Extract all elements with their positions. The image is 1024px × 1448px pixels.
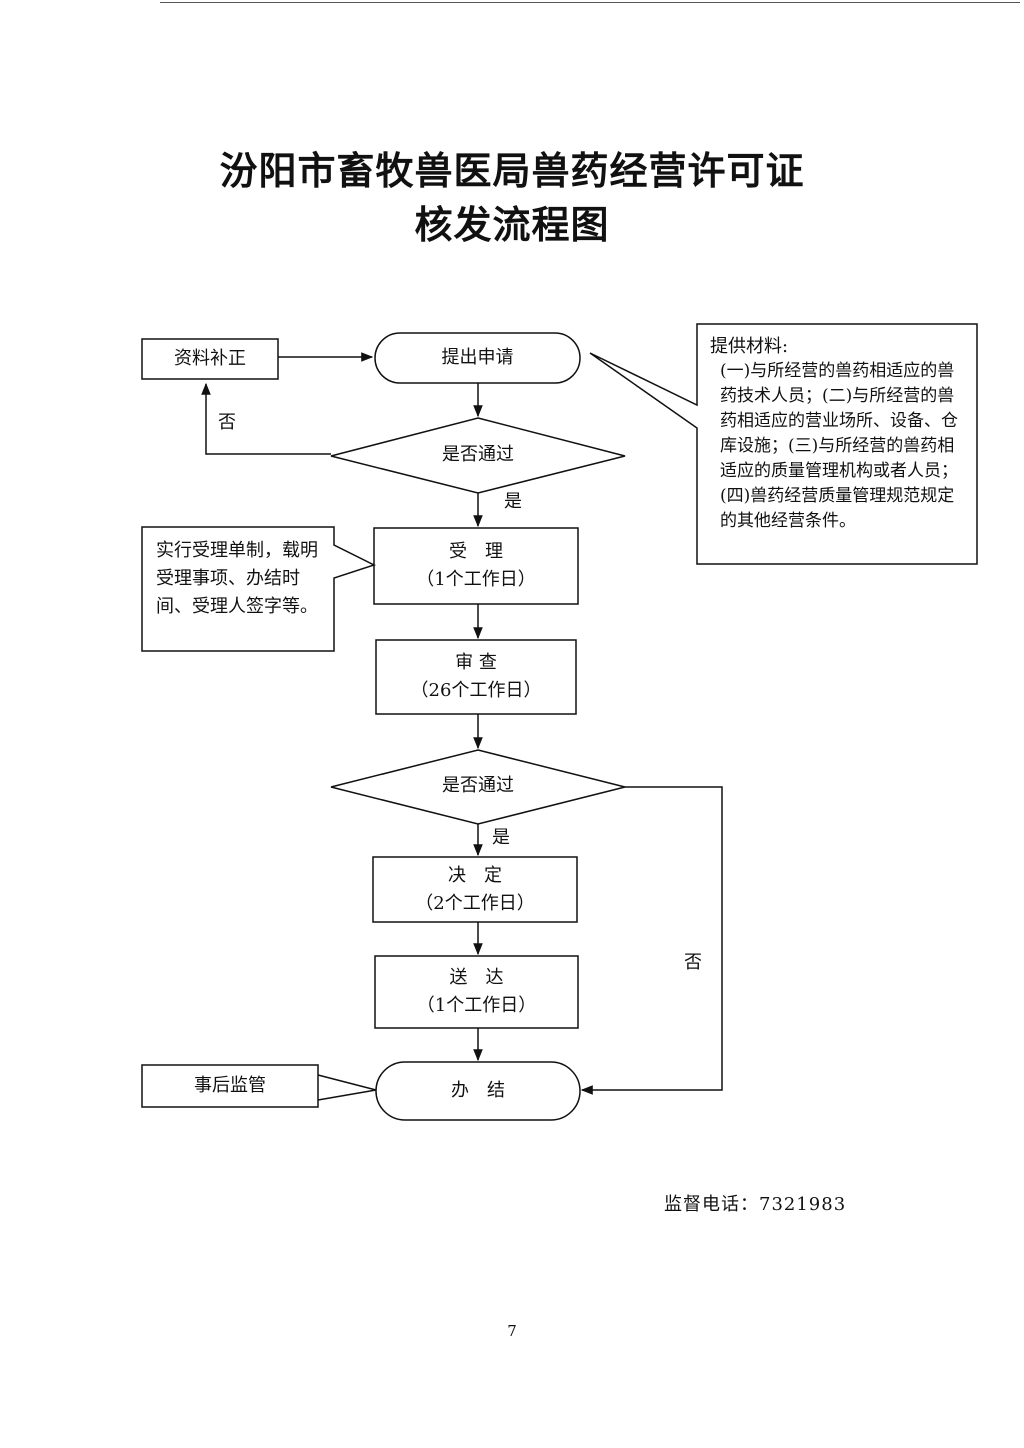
supervise-box — [141, 1064, 319, 1108]
decision1-label: 是否通过 — [442, 444, 514, 465]
page-title: 汾阳市畜牧兽医局兽药经营许可证 — [219, 148, 805, 193]
finish-node: 办 结 — [376, 1062, 580, 1120]
materials-note-body: (一)与所经营的兽药相适应的兽药技术人员；(二)与所经营的兽药相适应的营业场所、… — [720, 361, 958, 531]
supervision-phone: 监督电话：7321983 — [664, 1194, 847, 1215]
deliver-label: 送 达 — [449, 967, 504, 988]
deliver-node: 送 达 （1个工作日） — [375, 956, 578, 1028]
deliver-box — [374, 955, 579, 1029]
deliver-days: （1个工作日） — [416, 995, 537, 1016]
decision2-label: 是否通过 — [442, 775, 514, 796]
accept-label: 受 理 — [449, 541, 503, 562]
page-number: 7 — [507, 1322, 517, 1340]
review-node: 审 查 （26个工作日） — [376, 640, 576, 714]
branch-no-1: 否 — [218, 412, 236, 433]
materials-note: 提供材料: (一)与所经营的兽药相适应的兽药技术人员；(二)与所经营的兽药相适应… — [710, 334, 964, 534]
decide-node: 决 定 （2个工作日） — [373, 857, 577, 922]
apply-label: 提出申请 — [441, 347, 514, 368]
decide-days: （2个工作日） — [415, 892, 535, 914]
materials-callout — [589, 323, 978, 565]
branch-yes-1: 是 — [504, 491, 522, 512]
finish-terminal — [375, 1061, 581, 1121]
decision1-node: 是否通过 — [400, 436, 556, 474]
decide-label: 决 定 — [448, 864, 502, 886]
top-rule — [160, 2, 1020, 3]
supplement-node: 资料补正 — [142, 339, 278, 379]
branch-yes-2: 是 — [492, 827, 510, 848]
accept-note-callout — [141, 526, 376, 652]
decide-box — [372, 856, 578, 923]
branch-no-2: 否 — [684, 952, 702, 973]
review-days: （26个工作日） — [410, 680, 542, 701]
review-label: 审 查 — [455, 652, 497, 673]
review-box — [375, 639, 577, 715]
supervise-label: 事后监管 — [194, 1075, 266, 1096]
finish-label: 办 结 — [451, 1080, 505, 1101]
accept-box — [373, 527, 579, 605]
page-subtitle: 核发流程图 — [414, 202, 610, 247]
supplement-box — [141, 338, 279, 380]
accept-node: 受 理 （1个工作日） — [374, 528, 578, 604]
accept-note: 实行受理单制，载明受理事项、办结时间、受理人签字等。 — [156, 540, 318, 617]
decision2-node: 是否通过 — [400, 767, 556, 805]
apply-node: 提出申请 — [375, 333, 580, 383]
materials-note-heading: 提供材料: — [710, 336, 789, 357]
supervise-node: 事后监管 — [142, 1065, 318, 1107]
supplement-label: 资料补正 — [174, 348, 246, 369]
accept-days: （1个工作日） — [416, 569, 536, 590]
